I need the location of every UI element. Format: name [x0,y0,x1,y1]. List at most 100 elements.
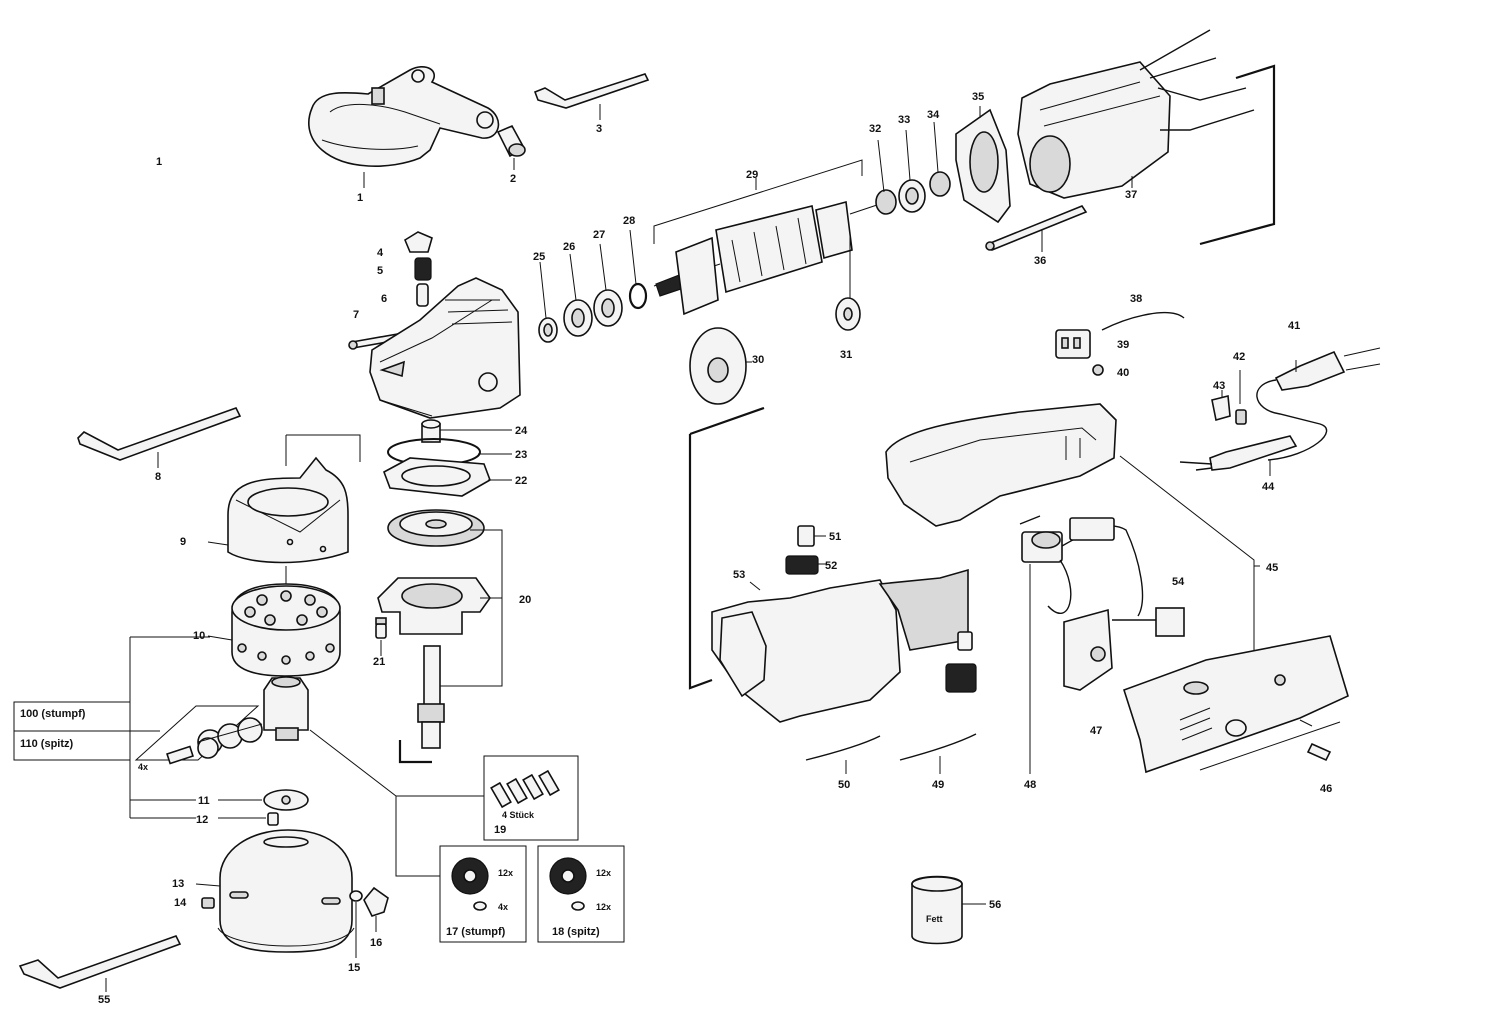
label-p29: 29 [746,169,758,181]
cutter-18-star-wheel [549,857,587,911]
part-33-sleeve [898,179,926,213]
part-51-brush-holder [797,525,815,547]
part-20-spindle [398,645,445,764]
label-box17-qty-b: 4x [498,902,508,912]
part-25-seal [538,317,558,343]
label-p48: 48 [1024,779,1036,791]
label-p44: 44 [1262,481,1275,493]
part-45-switch-cover [1123,635,1349,774]
label-p55: 55 [98,994,110,1006]
part-43-cord-clamp [1211,394,1231,422]
part-48-capacitor-board [1021,531,1063,774]
label-p6: 6 [381,293,387,305]
label-p43: 43 [1213,380,1225,392]
label-p5: 5 [377,265,383,277]
part-40-screw [1092,364,1104,376]
part-46-screw [1306,742,1332,762]
label-p36: 36 [1034,255,1046,267]
part-31-washer [835,297,861,331]
label-p52: 52 [825,560,837,572]
part-42-screw [1235,409,1247,425]
part-20-bevel-gear [387,509,485,547]
part-20-bearing-flange [377,577,491,635]
part-36-long-screw [985,205,1088,251]
box-19-brushes [483,755,579,841]
label-p37: 37 [1125,189,1137,201]
label-p23: 23 [515,449,527,461]
label-p39: 39 [1117,339,1129,351]
label-qty-4x: 4x [138,762,148,772]
label-p42: 42 [1233,351,1245,363]
label-p9: 9 [180,536,186,548]
label-p53: 53 [733,569,745,581]
label-p31: 31 [840,349,852,361]
cutter-shaft-assembly [134,705,263,765]
label-p51: 51 [829,531,841,543]
part-35-baffle-plate [955,108,1011,224]
part-6-pin [416,283,429,307]
label-p20: 20 [519,594,531,606]
label-p24: 24 [515,425,528,437]
part-55-spanner-wrench [18,935,182,989]
label-p13: 13 [172,878,184,890]
label-box17-qty-a: 12x [498,868,513,878]
label-box18-qty-a: 12x [596,868,611,878]
label-1-corner: 1 [156,156,162,168]
label-p47: 47 [1090,725,1102,737]
part-37-stator [1017,61,1171,199]
brush-holder-spare [945,631,977,693]
part-5-spring [414,257,432,281]
label-p22: 22 [515,475,527,487]
label-p4: 4 [377,247,384,259]
part-4-button-cap [403,231,433,253]
part-26-bearing [563,299,593,337]
label-box17: 17 (stumpf) [446,926,506,938]
part-49-spring-wire [899,733,977,761]
label-p56: 56 [989,899,1001,911]
label-p3: 3 [596,123,602,135]
part-53-motor-housing [711,568,969,723]
label-p45: 45 [1266,562,1278,574]
part-22-gasket [383,457,491,497]
label-p50: 50 [838,779,850,791]
label-grease: Fett [926,914,943,924]
part-28-circlip [628,282,648,310]
part-54-cable-connector [1155,607,1185,637]
part-11-flange [263,789,309,811]
part-8-hex-key-large [77,407,242,461]
label-p15: 15 [348,962,360,974]
variant-row-100: 100 (stumpf) [20,708,86,720]
box-17-cutter-stumpf [439,845,527,943]
part-50-spring-wire [805,735,881,761]
part-44-strain-relief [1179,435,1298,471]
part-9-hood [227,456,349,564]
label-p26: 26 [563,241,575,253]
label-p28: 28 [623,215,635,227]
part-1-side-handle [308,66,500,167]
label-box18-qty-b: 12x [596,902,611,912]
part-41-plug-cord [1256,347,1381,461]
part-47-switch [1063,608,1113,691]
label-p34: 34 [927,109,940,121]
part-12-screw [267,812,279,826]
label-p14: 14 [174,897,187,909]
label-p35: 35 [972,91,984,103]
part-21-screw [375,617,387,639]
label-p11: 11 [198,795,210,807]
part-38-wire [1101,311,1185,331]
part-13-guard [217,829,355,953]
label-p1: 1 [357,192,363,204]
part-14-nut [201,897,215,909]
label-4-stueck: 4 Stück [502,810,535,820]
part-32-bearing [875,189,897,215]
cutter-17-star-wheel [451,857,489,911]
label-p7: 7 [353,309,359,321]
part-30-fan [689,327,747,405]
part-10-rotor-head [231,583,341,677]
label-p8: 8 [155,471,161,483]
part-45-handle-housing [885,403,1117,527]
label-p27: 27 [593,229,605,241]
label-p33: 33 [898,114,910,126]
